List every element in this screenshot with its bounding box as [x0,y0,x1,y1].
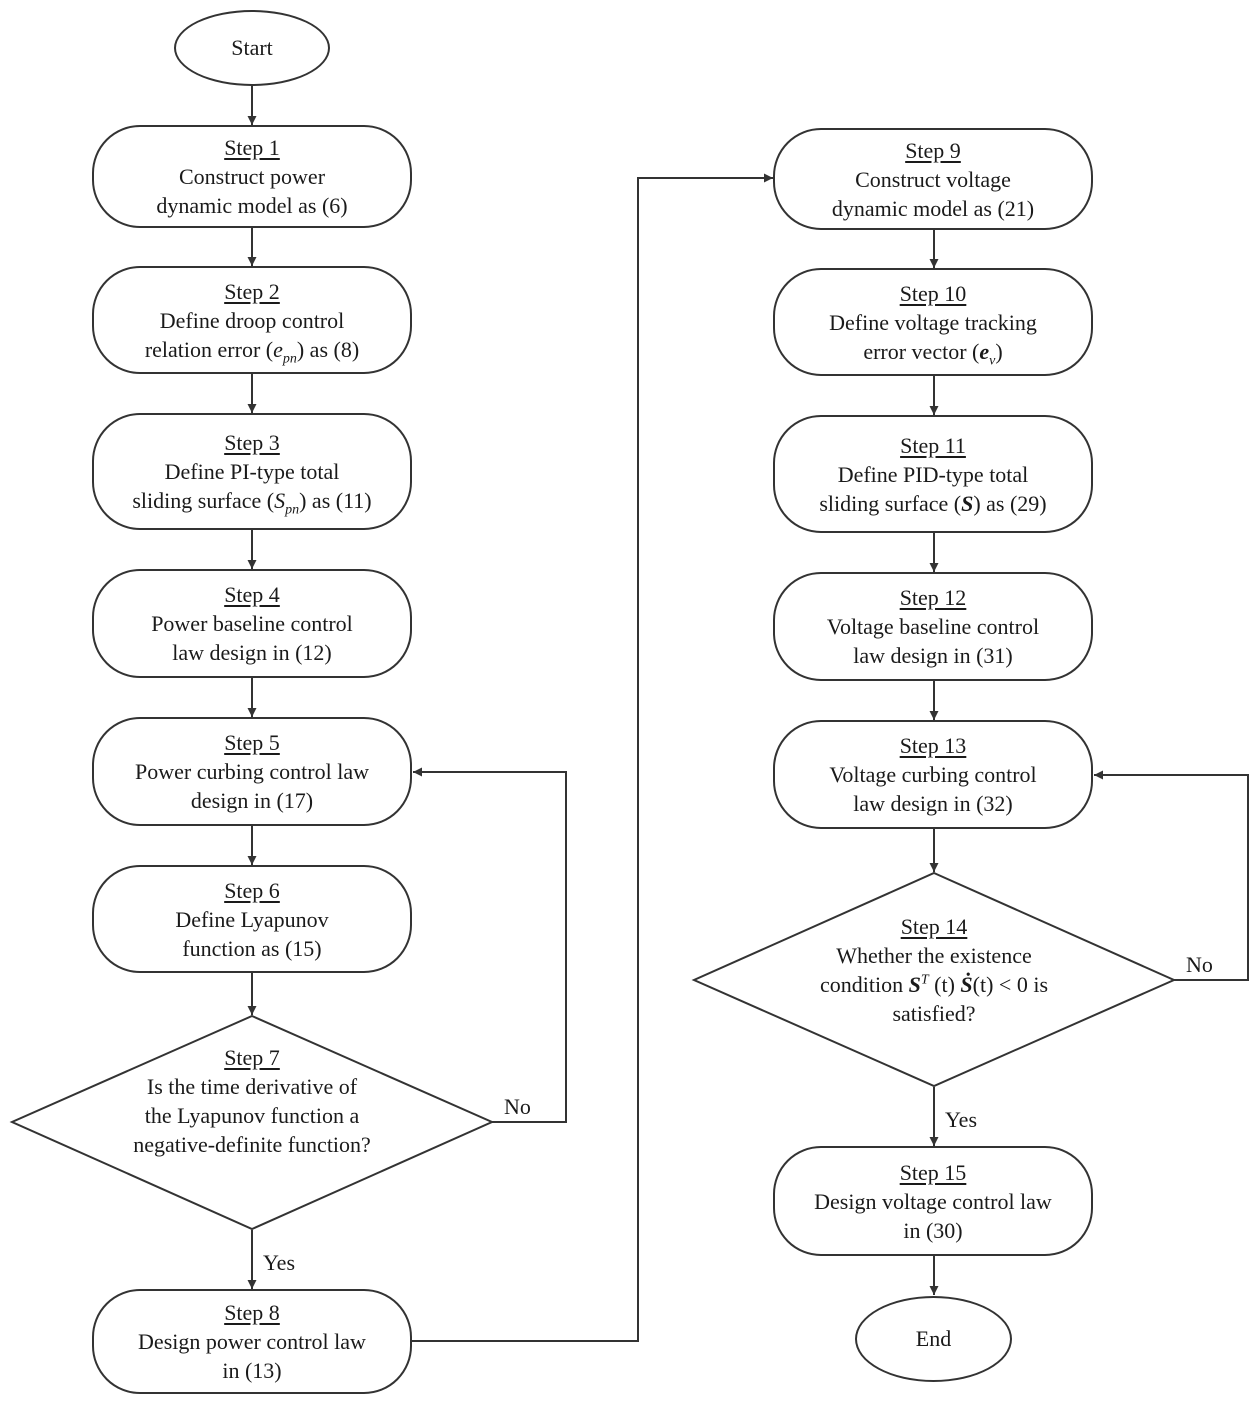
step-text-line: satisfied? [892,1001,976,1026]
decision-diamond-step14 [691,871,1177,1088]
step-text-line: Define PID-type total [837,461,1029,487]
step-text-line: dynamic model as (21) [831,195,1035,221]
process-step-8: Step 8 Design power control law in (13) [92,1289,412,1394]
end-label: End [915,1326,952,1351]
step-title: Step 13 [899,733,967,758]
step-text-line: Construct voltage [855,166,1011,192]
step-text-line: dynamic model as (6) [156,193,348,218]
process-step-6: Step 6 Define Lyapunov function as (15) [92,865,412,973]
step-text-line: Define PI-type total [164,459,340,484]
start-label: Start [231,35,273,60]
symbol-e: e [273,336,283,362]
step-text-line: Construct power [178,164,326,189]
yes-label-step14: Yes [945,1107,978,1132]
process-step-3: Step 3 Define PI-type total sliding surf… [92,413,412,530]
step-text-line: Whether the existence [836,943,1032,968]
step-text-line: the Lyapunov function a [144,1103,360,1128]
process-step-9: Step 9 Construct voltage dynamic model a… [773,128,1093,230]
decision-step-7-text: Step 7 Is the time derivative of the Lya… [92,1043,412,1159]
step-text-line: in (30) [903,1217,963,1243]
step-title: Step 12 [899,585,967,610]
step-text-line: sliding surface (S) as (29) [819,490,1047,516]
decision-diamond-step7 [9,1014,495,1231]
step-title: Step 2 [224,278,280,304]
step-text-line: Power curbing control law [135,759,369,784]
step-title: Step 1 [224,135,280,160]
process-step-5: Step 5 Power curbing control law design … [92,717,412,826]
step-text-line: law design in (32) [853,791,1013,816]
process-step-4: Step 4 Power baseline control law design… [92,569,412,678]
step-text-line: Define Lyapunov [175,906,329,932]
arrow-step8-to-step9 [410,173,773,1342]
symbol-s-dot: Ṡ [960,972,973,997]
symbol-s: S [274,488,286,513]
step-text-line: Power baseline control [151,611,353,636]
process-step-11: Step 11 Define PID-type total sliding su… [773,415,1093,533]
step-title: Step 10 [899,280,967,306]
step-text-line: Define droop control [159,307,345,333]
step-text-line: Design voltage control law [814,1188,1052,1214]
step-title: Step 4 [224,582,280,607]
step-title: Step 7 [224,1045,280,1070]
start-terminal: Start [174,10,330,86]
step-text-line: law design in (12) [172,640,332,665]
step-text-line: sliding surface (Spn) as (11) [132,488,372,518]
step-text-line: condition ST (t) Ṡ(t) < 0 is [819,972,1049,997]
yes-label-step7: Yes [263,1250,296,1275]
step-text-line: Is the time derivative of [146,1074,358,1099]
arrow-step7-no-to-step5 [413,767,567,1123]
no-label-step14: No [1186,952,1213,977]
step-title: Step 11 [900,432,966,458]
step-title: Step 3 [224,430,280,455]
step-text-line: Design power control law [138,1329,366,1354]
step-title: Step 5 [224,730,280,755]
step-text-line: law design in (31) [853,643,1013,668]
process-step-10: Step 10 Define voltage tracking error ve… [773,268,1093,376]
no-label-step7: No [504,1094,531,1119]
decision-step-14-text: Step 14 Whether the existence condition … [774,912,1094,1028]
symbol-s-vector: S [961,490,974,516]
process-step-2: Step 2 Define droop control relation err… [92,266,412,374]
step-title: Step 9 [905,137,961,163]
step-text-line: design in (17) [190,788,314,813]
step-text-line: Voltage curbing control [829,762,1037,787]
step-text-line: Define voltage tracking [829,309,1037,335]
step-title: Step 8 [224,1300,280,1325]
end-terminal: End [855,1296,1012,1382]
step-text-line: relation error (epn) as (8) [144,336,360,366]
step-text-line: error vector (ev) [863,338,1003,368]
arrow-step14-no-to-step13 [1094,770,1249,981]
step-text-line: negative-definite function? [133,1132,371,1157]
step-title: Step 14 [900,914,968,939]
step-text-line: function as (15) [182,935,322,961]
step-text-line: Voltage baseline control [826,614,1040,639]
step-title: Step 6 [224,877,280,903]
symbol-s-transpose: S [908,972,921,997]
process-step-1: Step 1 Construct power dynamic model as … [92,125,412,228]
process-step-15: Step 15 Design voltage control law in (3… [773,1146,1093,1256]
symbol-e-vector: e [979,338,990,364]
process-step-13: Step 13 Voltage curbing control law desi… [773,720,1093,829]
process-step-12: Step 12 Voltage baseline control law des… [773,572,1093,681]
step-text-line: in (13) [222,1358,282,1383]
step-title: Step 15 [899,1159,967,1185]
